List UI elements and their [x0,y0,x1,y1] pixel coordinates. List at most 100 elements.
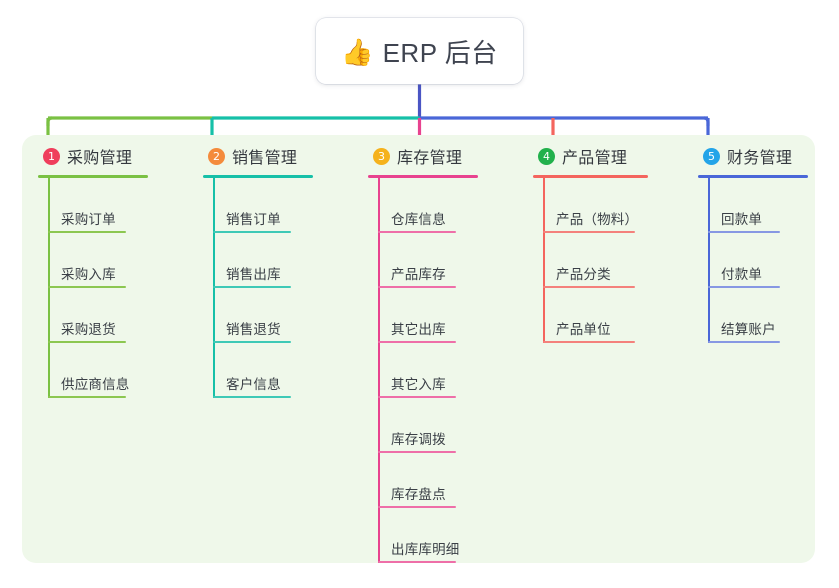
leaf-item-label: 采购退货 [61,322,116,337]
branch-header-rule [698,175,808,178]
leaf-item[interactable]: 库存调拨 [378,398,523,453]
branch-number-badge: 1 [43,147,60,165]
branch-leaf-list: 回款单付款单结算账户 [698,178,838,343]
leaf-item-label: 库存盘点 [391,487,446,502]
branch-header-rule [368,175,478,178]
leaf-item-rule [543,286,635,288]
leaf-item-label: 客户信息 [226,377,281,392]
leaf-item[interactable]: 产品库存 [378,233,523,288]
branch-header-2[interactable]: 2 销售管理 [203,145,353,167]
leaf-item-label: 付款单 [721,267,763,282]
thumbs-up-icon: 👍 [341,37,374,67]
branch-header-5[interactable]: 5 财务管理 [698,145,838,167]
branch-column-1: 1 采购管理采购订单采购入库采购退货供应商信息 [38,145,188,398]
leaf-item-label: 采购订单 [61,212,116,227]
branch-leaf-list: 采购订单采购入库采购退货供应商信息 [38,178,188,398]
leaf-item-rule [708,286,780,288]
leaf-item-label: 其它入库 [391,377,446,392]
branch-column-5: 5 财务管理回款单付款单结算账户 [698,145,838,343]
leaf-item[interactable]: 供应商信息 [48,343,188,398]
branch-title: 财务管理 [727,150,793,167]
leaf-item[interactable]: 付款单 [708,233,838,288]
leaf-item-rule [378,341,456,343]
root-node-card[interactable]: 👍 ERP 后台 [316,18,523,84]
branch-leaf-list: 仓库信息产品库存其它出库其它入库库存调拨库存盘点出库库明细 [368,178,523,563]
branch-column-2: 2 销售管理销售订单销售出库销售退货客户信息 [203,145,353,398]
leaf-item-rule [48,231,126,233]
leaf-item-rule [378,396,456,398]
branch-header-rule [203,175,313,178]
leaf-item[interactable]: 采购订单 [48,178,188,233]
branch-title: 产品管理 [562,150,628,167]
branch-number-badge: 3 [373,147,390,165]
branch-header-3[interactable]: 3 库存管理 [368,145,523,167]
leaf-item-label: 出库库明细 [391,542,460,557]
leaf-item[interactable]: 采购退货 [48,288,188,343]
branch-header-rule [533,175,648,178]
leaf-item[interactable]: 仓库信息 [378,178,523,233]
leaf-item[interactable]: 出库库明细 [378,508,523,563]
branch-stem [48,178,50,398]
branch-header-4[interactable]: 4 产品管理 [533,145,688,167]
leaf-item-rule [213,341,291,343]
branch-stem [378,178,380,563]
leaf-item[interactable]: 客户信息 [213,343,353,398]
leaf-item[interactable]: 销售订单 [213,178,353,233]
leaf-item-label: 产品（物料） [556,212,639,227]
leaf-item-label: 产品分类 [556,267,611,282]
branch-stem [213,178,215,398]
leaf-item-rule [378,231,456,233]
leaf-item-rule [378,451,456,453]
leaf-item-label: 仓库信息 [391,212,446,227]
leaf-item[interactable]: 销售退货 [213,288,353,343]
branch-stem [543,178,545,343]
leaf-item-rule [48,396,126,398]
branch-header-1[interactable]: 1 采购管理 [38,145,188,167]
branch-number-badge: 4 [538,147,555,165]
leaf-item-label: 其它出库 [391,322,446,337]
branch-header-rule [38,175,148,178]
leaf-item-rule [708,231,780,233]
leaf-item-rule [378,506,456,508]
branch-column-3: 3 库存管理仓库信息产品库存其它出库其它入库库存调拨库存盘点出库库明细 [368,145,523,563]
leaf-item[interactable]: 销售出库 [213,233,353,288]
branch-title: 采购管理 [67,150,133,167]
leaf-item-rule [543,341,635,343]
leaf-item-label: 销售出库 [226,267,281,282]
leaf-item-rule [48,341,126,343]
leaf-item-rule [213,396,291,398]
leaf-item-rule [213,286,291,288]
leaf-item[interactable]: 采购入库 [48,233,188,288]
leaf-item[interactable]: 回款单 [708,178,838,233]
branch-stem [708,178,710,343]
leaf-item[interactable]: 结算账户 [708,288,838,343]
branch-title: 库存管理 [397,150,463,167]
branch-number-badge: 5 [703,147,720,165]
branch-leaf-list: 产品（物料） 产品分类产品单位 [533,178,688,343]
branch-leaf-list: 销售订单销售出库销售退货客户信息 [203,178,353,398]
leaf-item[interactable]: 产品（物料） [543,178,688,233]
leaf-item-rule [48,286,126,288]
leaf-item-rule [378,561,456,563]
mindmap-canvas-panel [22,135,815,563]
leaf-item-rule [543,231,635,233]
leaf-item[interactable]: 其它入库 [378,343,523,398]
leaf-item-label: 回款单 [721,212,763,227]
branch-title: 销售管理 [232,150,298,167]
leaf-item-label: 销售订单 [226,212,281,227]
leaf-item-label: 产品单位 [556,322,611,337]
leaf-item[interactable]: 产品分类 [543,233,688,288]
leaf-item[interactable]: 其它出库 [378,288,523,343]
leaf-item-label: 采购入库 [61,267,116,282]
leaf-item-label: 库存调拨 [391,432,446,447]
leaf-item-rule [378,286,456,288]
branch-number-badge: 2 [208,147,225,165]
leaf-item[interactable]: 产品单位 [543,288,688,343]
leaf-item[interactable]: 库存盘点 [378,453,523,508]
leaf-item-label: 产品库存 [391,267,446,282]
root-node-title: ERP 后台 [382,37,498,68]
branch-column-4: 4 产品管理产品（物料） 产品分类产品单位 [533,145,688,343]
leaf-item-label: 供应商信息 [61,377,130,392]
leaf-item-rule [213,231,291,233]
